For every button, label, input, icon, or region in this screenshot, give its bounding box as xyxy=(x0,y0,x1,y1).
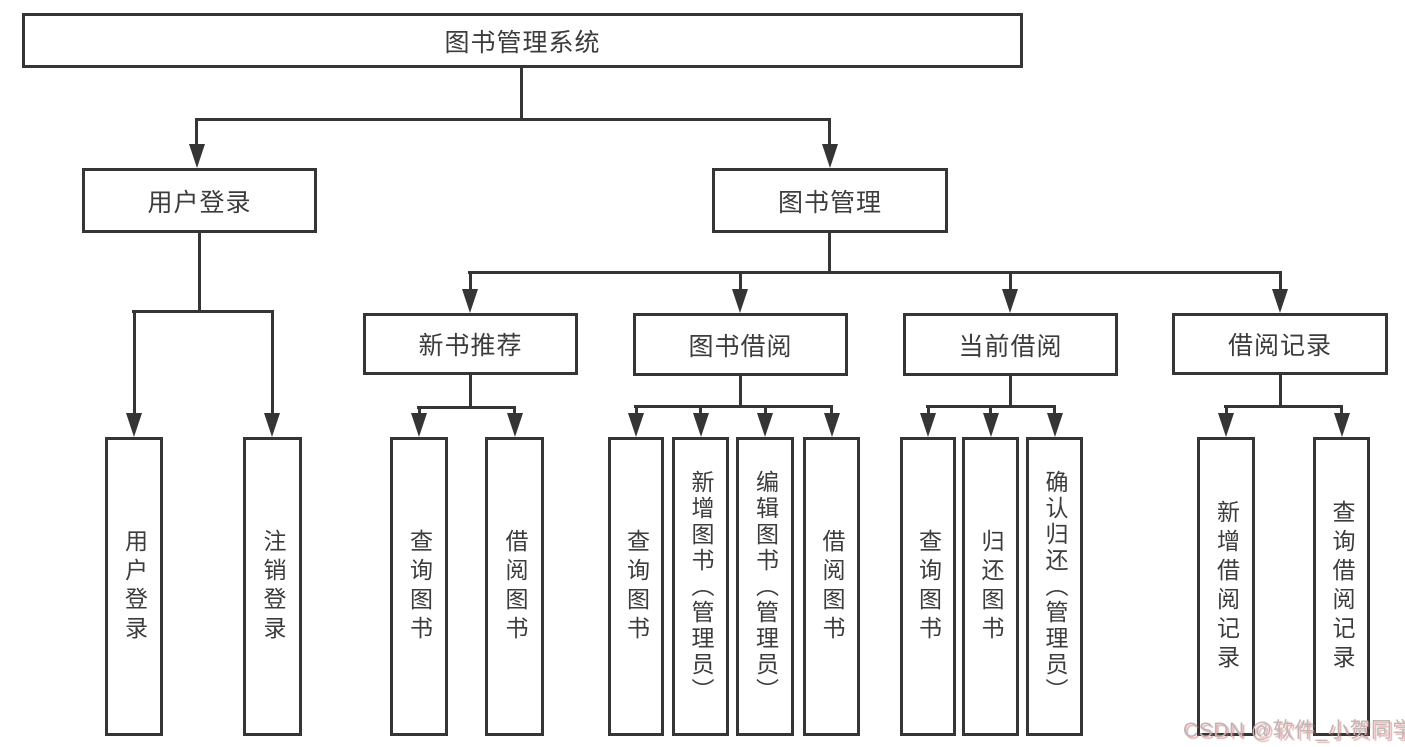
leaf-label: 借阅图书 xyxy=(819,528,845,645)
arrow-nbr-child-2 xyxy=(506,406,523,437)
leaf-cb-return-books: 归还图书 xyxy=(962,437,1019,736)
leaf-label: 查询借阅记录 xyxy=(1329,499,1355,674)
connector-borrow-records-stem xyxy=(1278,375,1282,408)
leaf-bb-query-books: 查询图书 xyxy=(608,437,664,736)
leaf-nbr-borrow-books: 借阅图书 xyxy=(485,437,544,736)
arrow-to-book-mgmt xyxy=(821,118,838,168)
arrow-to-borrow-records xyxy=(1272,271,1288,313)
leaf-bb-edit-books-admin: 编辑图书（管理员） xyxy=(736,437,794,736)
arrow-to-new-book-rec xyxy=(462,271,478,313)
leaf-label: 新增图书（管理员） xyxy=(688,469,714,704)
connector-root-stem xyxy=(520,68,523,120)
arrow-br-child-2 xyxy=(1333,405,1350,437)
connector-new-book-rec-stem xyxy=(469,375,472,408)
arrow-to-leaf-login xyxy=(126,310,142,437)
connector-root-rail xyxy=(195,118,831,121)
arrow-to-user-login xyxy=(188,118,205,168)
leaf-bb-borrow-books: 借阅图书 xyxy=(803,437,860,736)
leaf-br-query-record: 查询借阅记录 xyxy=(1313,437,1370,736)
leaf-label: 借阅图书 xyxy=(502,528,528,645)
leaf-nbr-query-books: 查询图书 xyxy=(390,437,448,736)
leaf-br-add-record: 新增借阅记录 xyxy=(1197,437,1255,736)
arrow-nbr-child-1 xyxy=(411,406,427,437)
node-book-borrow: 图书借阅 xyxy=(633,313,848,376)
arrow-bb-child-4 xyxy=(823,405,840,437)
leaf-logout: 注销登录 xyxy=(243,437,302,736)
connector-new-book-rec-rail xyxy=(417,406,516,409)
connector-book-mgmt-rail xyxy=(468,271,1282,274)
leaf-user-login: 用户登录 xyxy=(105,437,163,736)
arrow-bb-child-1 xyxy=(628,405,644,437)
leaf-label: 确认归还（管理员） xyxy=(1042,469,1068,704)
leaf-bb-add-books-admin: 新增图书（管理员） xyxy=(672,437,729,736)
arrow-to-book-borrow xyxy=(732,271,748,313)
leaf-cb-query-books: 查询图书 xyxy=(900,437,956,736)
node-user-login: 用户登录 xyxy=(82,168,317,233)
node-book-mgmt: 图书管理 xyxy=(712,168,948,233)
leaf-label: 编辑图书（管理员） xyxy=(752,469,779,704)
leaf-label: 用户登录 xyxy=(121,528,148,645)
csdn-watermark: CSDN @软件_小贺同学 xyxy=(1183,719,1405,742)
connector-borrow-records-rail xyxy=(1224,405,1343,408)
arrow-cb-child-1 xyxy=(920,405,936,437)
arrow-br-child-1 xyxy=(1218,405,1234,437)
node-current-borrow: 当前借阅 xyxy=(903,313,1118,376)
node-root: 图书管理系统 xyxy=(22,13,1023,68)
node-new-book-rec: 新书推荐 xyxy=(363,313,578,375)
leaf-label: 归还图书 xyxy=(978,528,1004,645)
connector-user-login-rail xyxy=(132,310,273,313)
arrow-bb-child-3 xyxy=(757,405,773,437)
connector-book-borrow-stem xyxy=(739,376,742,407)
connector-book-borrow-rail xyxy=(634,405,832,408)
connector-user-login-stem xyxy=(198,233,201,312)
connector-book-mgmt-stem xyxy=(828,233,831,273)
leaf-label: 查询图书 xyxy=(406,528,433,645)
arrow-cb-child-3 xyxy=(1046,405,1063,437)
leaf-label: 查询图书 xyxy=(915,528,942,645)
arrow-bb-child-2 xyxy=(692,405,709,437)
leaf-label: 新增借阅记录 xyxy=(1213,499,1240,674)
leaf-cb-confirm-return-admin: 确认归还（管理员） xyxy=(1026,437,1083,736)
arrow-to-current-borrow xyxy=(1002,271,1018,313)
node-borrow-records: 借阅记录 xyxy=(1172,313,1388,375)
arrow-cb-child-2 xyxy=(982,405,999,437)
leaf-label: 注销登录 xyxy=(260,528,286,645)
connector-current-borrow-stem xyxy=(1009,376,1012,407)
arrow-to-leaf-logout xyxy=(264,310,280,437)
leaf-label: 查询图书 xyxy=(623,528,650,645)
